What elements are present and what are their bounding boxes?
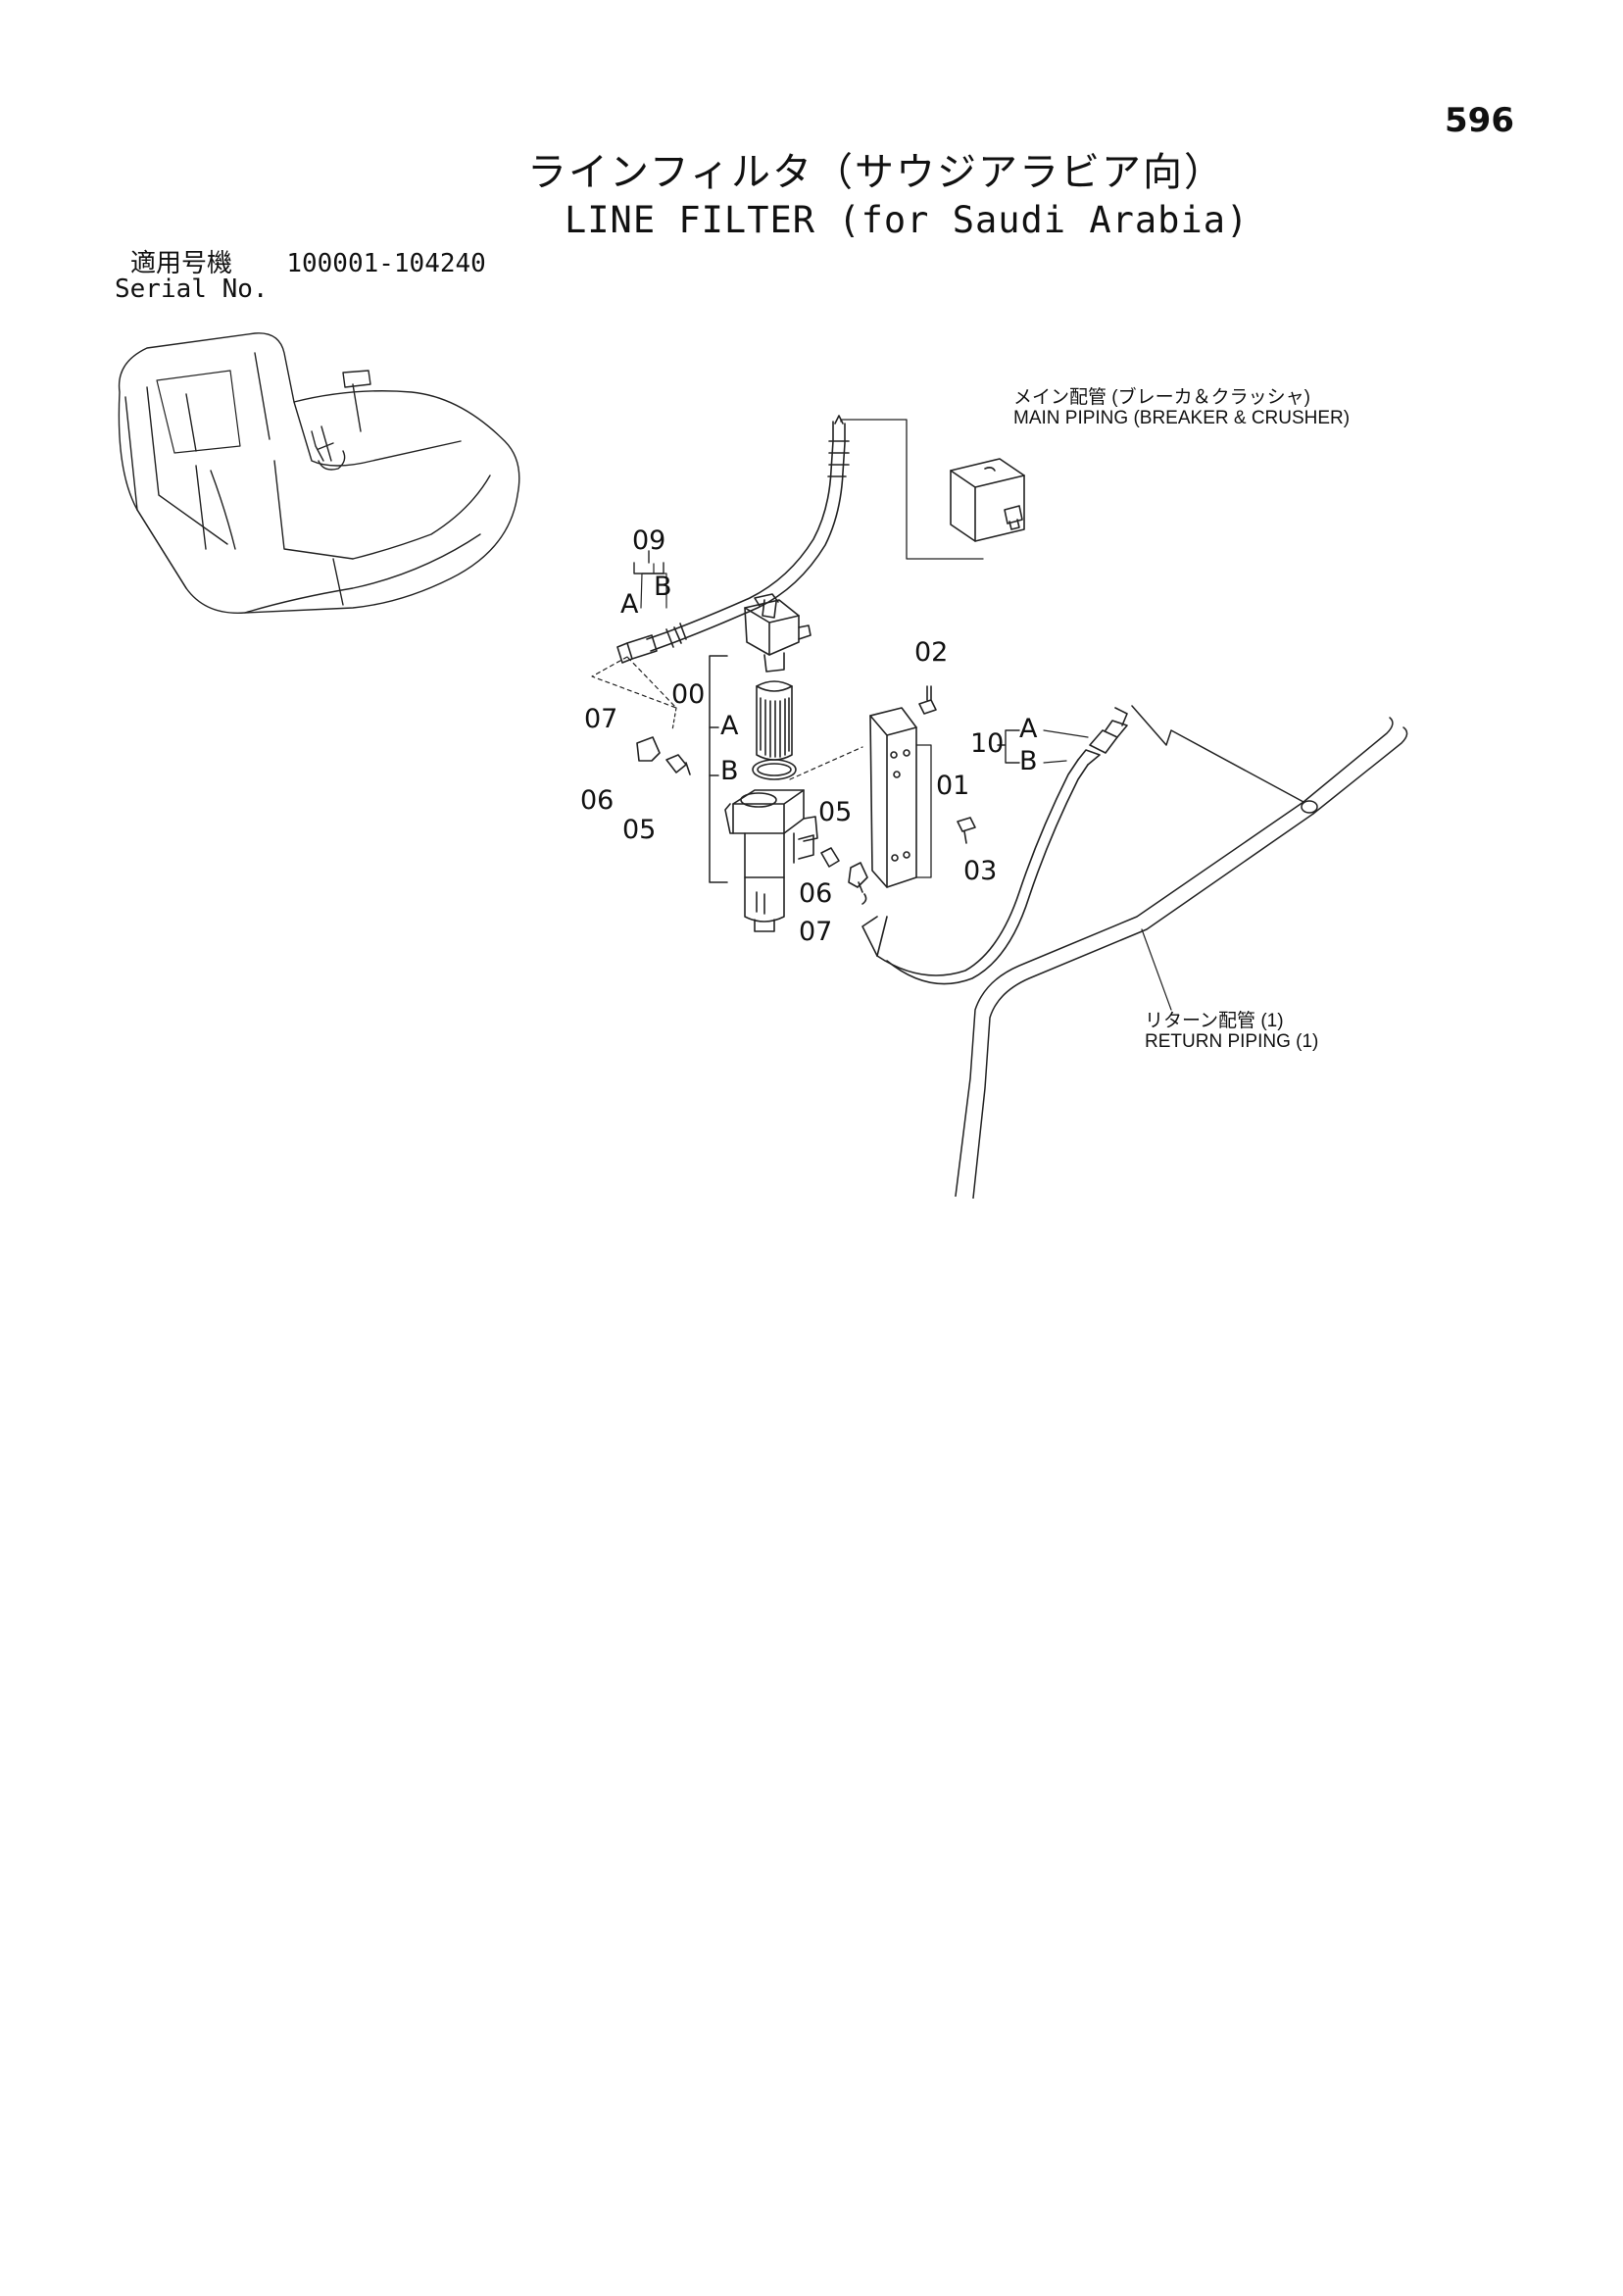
label-09: 09 (632, 525, 666, 556)
return-piping-en: RETURN PIPING (1) (1145, 1030, 1319, 1052)
label-05-right: 05 (818, 797, 853, 827)
return-piping (955, 705, 1408, 1199)
bracket-09 (633, 550, 664, 574)
serial-label-japanese: 適用号機 100001-104240 (130, 251, 486, 276)
label-00-a: A (720, 711, 739, 741)
bracket-10 (997, 729, 1089, 764)
main-piping-callout: メイン配管 (ブレーカ＆クラッシャ) MAIN PIPING (BREAKER … (1013, 387, 1351, 429)
label-07-left: 07 (584, 704, 618, 734)
label-01: 01 (936, 771, 970, 801)
fittings-left (636, 736, 691, 775)
label-09-b: B (654, 572, 672, 602)
fittings-right (820, 847, 868, 905)
label-00: 00 (671, 679, 706, 710)
label-06-left: 06 (580, 785, 615, 816)
bolt-03 (957, 817, 976, 844)
label-00-b: B (720, 756, 739, 786)
mounting-plate (869, 707, 932, 888)
bracket-00 (709, 655, 728, 883)
label-09-a: A (620, 589, 639, 620)
bolt-02 (918, 685, 937, 715)
return-piping-jp: リターン配管 (1) (1145, 1011, 1284, 1031)
page-number: 596 (1445, 101, 1514, 140)
return-hose-10 (861, 707, 1128, 985)
label-05-left: 05 (622, 815, 657, 845)
return-piping-callout: リターン配管 (1) RETURN PIPING (1) (1145, 1011, 1319, 1053)
label-10-a: A (1019, 714, 1038, 744)
label-03: 03 (963, 856, 998, 886)
main-piping-jp: メイン配管 (ブレーカ＆クラッシャ) (1013, 387, 1310, 408)
serial-label-english: Serial No. (115, 275, 269, 304)
label-06-right: 06 (799, 878, 833, 909)
main-piping-en: MAIN PIPING (BREAKER & CRUSHER) (1013, 407, 1351, 428)
serial-jp-label: 適用号機 (130, 249, 233, 278)
serial-range: 100001-104240 (286, 249, 486, 278)
line-filter-assembly (724, 593, 863, 932)
main-piping-hose (616, 415, 984, 664)
label-02: 02 (914, 637, 949, 668)
label-10: 10 (970, 728, 1005, 759)
page-title-english: LINE FILTER (for Saudi Arabia) (565, 199, 1250, 241)
breaker-valve (950, 458, 1025, 542)
excavator-overview (118, 332, 520, 614)
page-title-japanese: ラインフィルタ（サウジアラビア向） (527, 150, 1225, 195)
label-07-right: 07 (799, 917, 833, 947)
label-10-b: B (1019, 746, 1038, 776)
